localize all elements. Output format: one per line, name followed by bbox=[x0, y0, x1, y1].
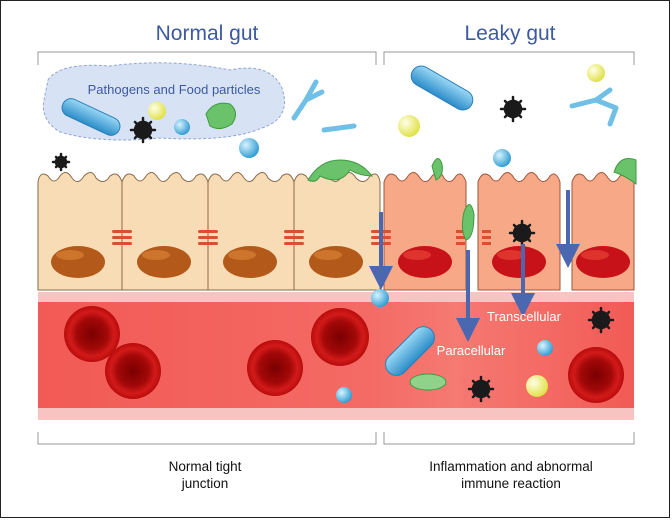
branched-particles bbox=[291, 79, 619, 133]
red-blood-cell bbox=[568, 347, 624, 403]
bacterium-rod bbox=[410, 65, 474, 111]
red-blood-cell bbox=[105, 343, 161, 399]
food-particles bbox=[205, 102, 637, 391]
bacterium-rod bbox=[385, 326, 435, 376]
red-blood-cell bbox=[247, 340, 303, 396]
yellow-sphere bbox=[398, 115, 420, 137]
bacteria-rods bbox=[61, 65, 474, 376]
nucleus bbox=[223, 246, 277, 278]
yellow-sphere bbox=[526, 375, 548, 397]
normal-epithelium bbox=[37, 172, 381, 291]
toxin-particles bbox=[51, 95, 615, 403]
cloud-label: Pathogens and Food particles bbox=[87, 82, 261, 97]
nucleus bbox=[137, 246, 191, 278]
caption-leaky-line2: immune reaction bbox=[461, 476, 561, 491]
blue-sphere bbox=[493, 149, 511, 167]
caption-leaky: Inflammation and abnormal immune reactio… bbox=[408, 458, 614, 492]
yellow-sphere bbox=[148, 102, 166, 120]
title-leaky-gut: Leaky gut bbox=[464, 22, 556, 45]
blue-sphere bbox=[336, 387, 352, 403]
caption-normal: Normal tight junction bbox=[120, 458, 290, 492]
red-blood-cell bbox=[64, 306, 120, 362]
caption-leaky-line1: Inflammation and abnormal bbox=[429, 459, 593, 474]
caption-normal-line2: junction bbox=[181, 476, 229, 491]
panel-brackets-bottom bbox=[37, 432, 635, 445]
panel-brackets-top bbox=[37, 51, 635, 65]
blue-particles bbox=[174, 119, 553, 403]
normal-nuclei bbox=[51, 246, 363, 278]
title-normal-gut: Normal gut bbox=[155, 22, 259, 45]
blue-sphere bbox=[174, 119, 190, 135]
nucleus bbox=[51, 246, 105, 278]
nucleus bbox=[398, 246, 452, 278]
red-blood-cell bbox=[311, 308, 369, 366]
nucleus bbox=[492, 246, 546, 278]
red-blood-cells bbox=[64, 306, 624, 403]
nucleus bbox=[576, 246, 630, 278]
transport-arrows bbox=[369, 190, 580, 342]
blue-sphere bbox=[371, 289, 389, 307]
tight-junctions-normal bbox=[112, 230, 304, 245]
label-paracellular: Paracellular bbox=[436, 343, 506, 358]
yellow-particles bbox=[148, 64, 605, 397]
leaky-nuclei bbox=[398, 246, 630, 278]
bacterium-rod bbox=[61, 98, 121, 136]
label-transcellular: Transcellular bbox=[487, 309, 561, 324]
caption-normal-line1: Normal tight bbox=[168, 459, 242, 474]
blue-sphere bbox=[537, 340, 553, 356]
yellow-sphere bbox=[587, 64, 605, 82]
blue-sphere bbox=[239, 138, 259, 158]
nucleus bbox=[309, 246, 363, 278]
